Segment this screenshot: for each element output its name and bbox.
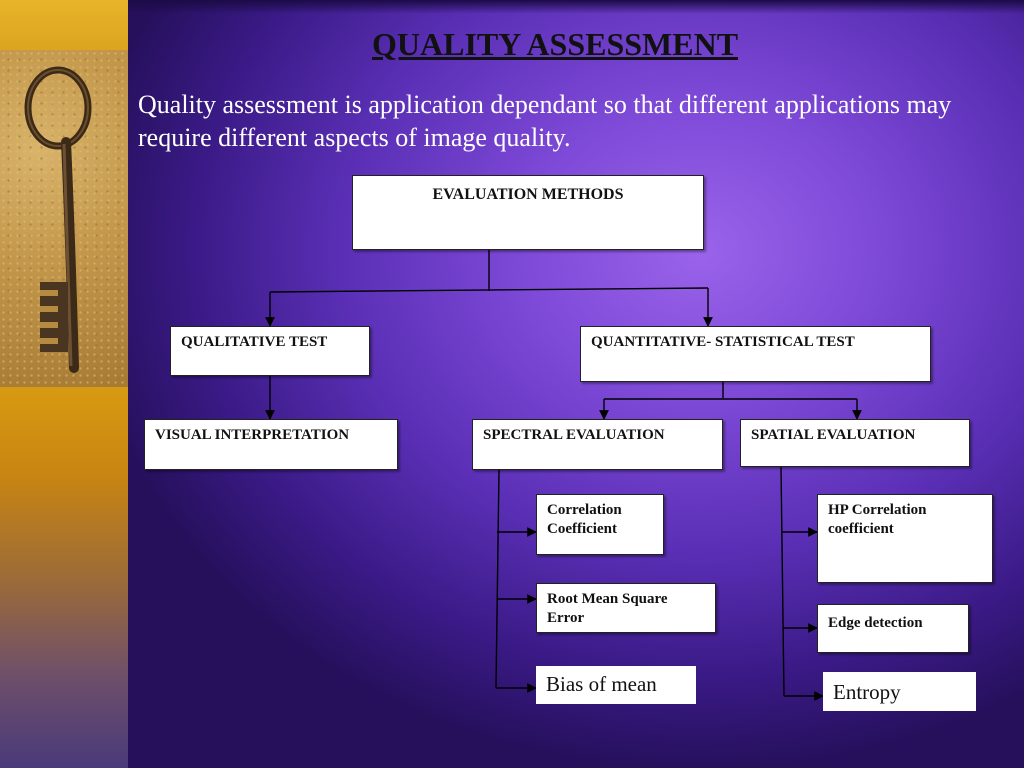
slide-title: QUALITY ASSESSMENT <box>372 26 739 62</box>
qualitative-test-box: QUALITATIVE TEST <box>170 326 370 376</box>
key-photo <box>0 50 128 387</box>
edge-detection-box: Edge detection <box>817 604 969 653</box>
correlation-coefficient-box: Correlation Coefficient <box>536 494 664 555</box>
spectral-evaluation-box: SPECTRAL EVALUATION <box>472 419 723 470</box>
hp-correlation-box: HP Correlation coefficient <box>817 494 993 583</box>
key-icon <box>24 66 92 373</box>
quantitative-test-box: QUANTITATIVE- STATISTICAL TEST <box>580 326 931 382</box>
visual-interpretation-box: VISUAL INTERPRETATION <box>144 419 398 470</box>
top-shadow <box>128 0 1024 14</box>
bias-of-mean-box: Bias of mean <box>536 666 696 704</box>
entropy-box: Entropy <box>823 672 976 711</box>
spatial-evaluation-box: SPATIAL EVALUATION <box>740 419 970 467</box>
intro-text: Quality assessment is application depend… <box>138 90 952 152</box>
rmse-box: Root Mean Square Error <box>536 583 716 633</box>
evaluation-methods-box: EVALUATION METHODS <box>352 175 704 250</box>
